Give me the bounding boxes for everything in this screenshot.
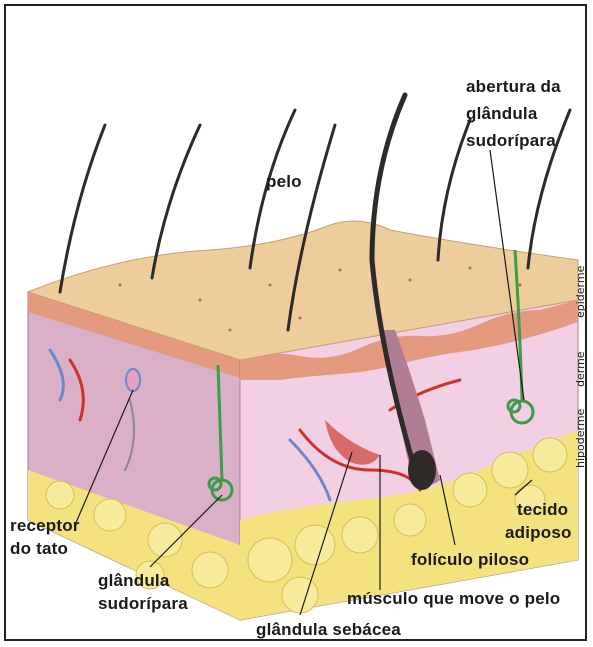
label-sebacea: glândula sebácea	[256, 620, 401, 639]
layer-hipoderme: hipoderme	[574, 409, 587, 468]
label-glandula-line2: sudorípara	[98, 594, 188, 613]
label-pelo: pelo	[266, 172, 302, 191]
touch-receptor-shape	[126, 369, 140, 391]
label-tecido-line2: adiposo	[505, 523, 572, 542]
label-abertura-line1: abertura da	[466, 77, 561, 96]
layer-derme: derme	[574, 351, 587, 387]
label-glandula-line1: glândula	[98, 571, 170, 590]
label-musculo: músculo que move o pelo	[347, 589, 560, 608]
label-receptor-line1: receptor	[10, 516, 80, 535]
label-abertura-line3: sudorípara	[466, 131, 556, 150]
layer-epiderme: epiderme	[574, 266, 587, 318]
label-abertura-line2: glândula	[466, 104, 538, 123]
label-tecido-line1: tecido	[517, 500, 568, 519]
label-foliculo: folículo piloso	[411, 550, 529, 569]
label-receptor-line2: do tato	[10, 539, 68, 558]
